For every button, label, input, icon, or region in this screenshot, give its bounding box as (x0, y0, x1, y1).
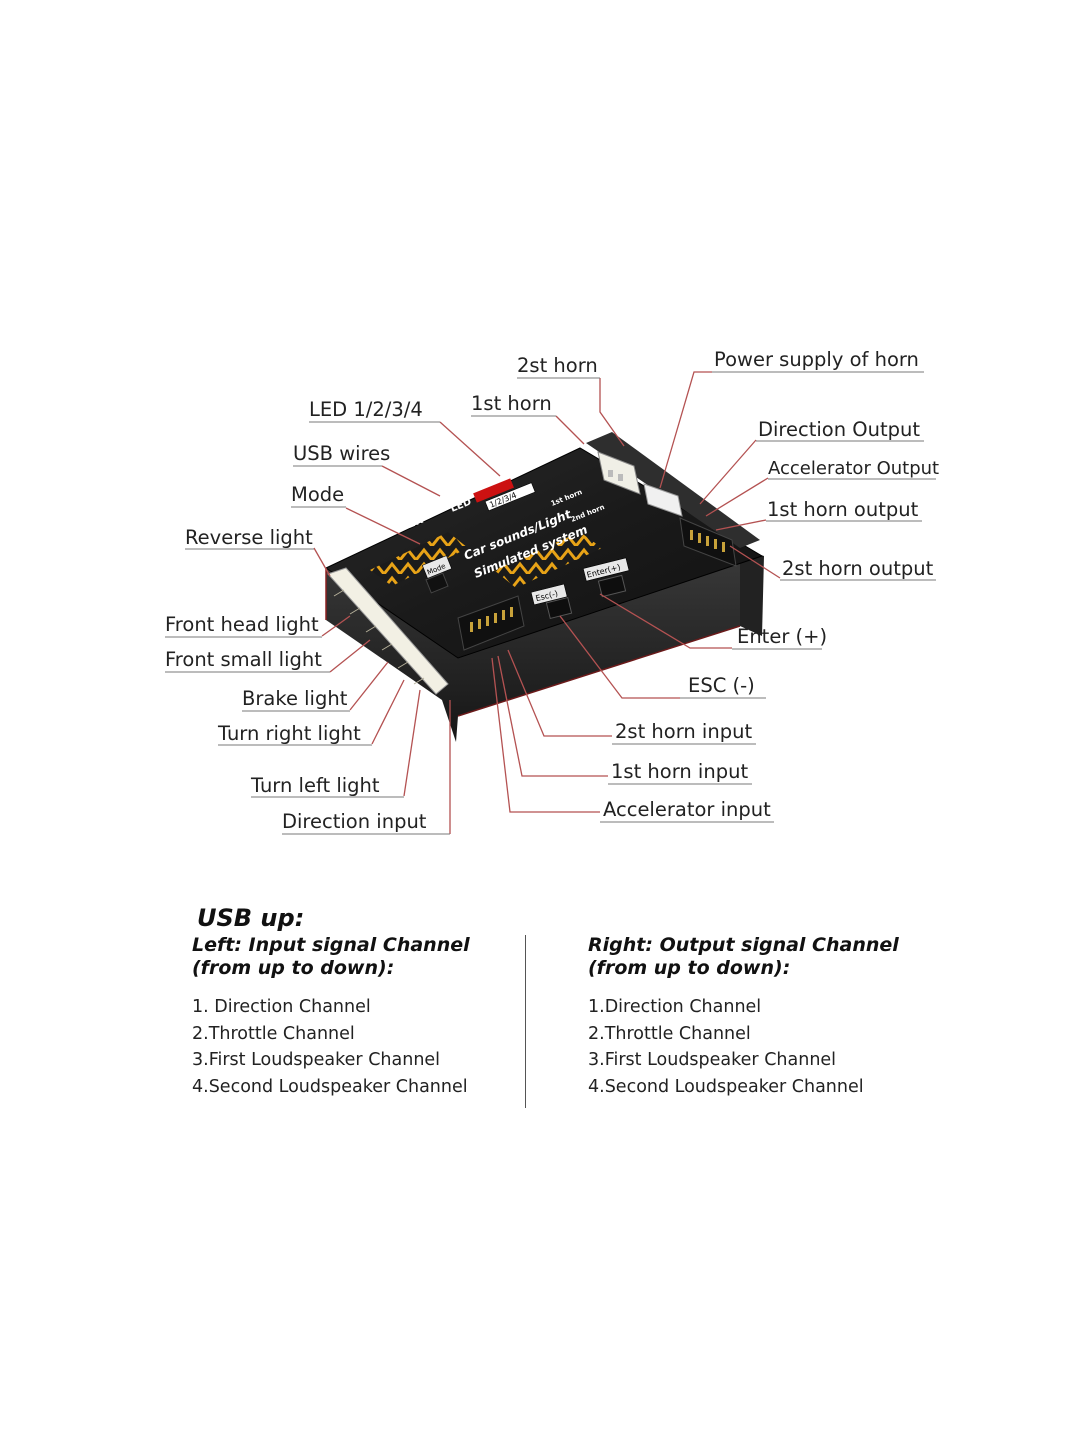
label-horn2-output: 2st horn output (782, 557, 934, 580)
chevron-stripe-center (494, 532, 602, 588)
horn-connector-2st (597, 451, 641, 495)
input-channel-column: Left: Input signal Channel (from up to d… (192, 934, 552, 1097)
label-power-supply-horn: Power supply of horn (714, 348, 919, 371)
notes-heading: USB up: (197, 904, 305, 932)
label-horn2-top: 2st horn (517, 354, 598, 377)
label-front-head-light: Front head light (165, 613, 319, 636)
device-top-ridge (586, 432, 760, 548)
column-divider (525, 935, 526, 1108)
label-mode: Mode (291, 483, 344, 506)
horn-power-connector (643, 483, 683, 517)
label-led: LED 1/2/3/4 (309, 398, 423, 421)
input-channel-list: 1. Direction Channel 2.Throttle Channel … (192, 994, 468, 1100)
callout-labels: 2st horn Power supply of horn LED 1/2/3/… (165, 348, 939, 835)
label-horn1-output: 1st horn output (767, 498, 919, 521)
label-accelerator-input: Accelerator input (603, 798, 771, 821)
input-channel-title-line2: (from up to down): (192, 957, 395, 979)
input-header (457, 595, 525, 651)
label-usb-wires: USB wires (293, 442, 390, 465)
label-front-small-light: Front small light (165, 648, 322, 671)
label-reverse-light: Reverse light (185, 526, 313, 549)
device-right-face (738, 548, 764, 636)
label-esc: ESC (-) (688, 674, 755, 697)
output-channel-list: 1.Direction Channel 2.Throttle Channel 3… (588, 994, 864, 1100)
output-channel-title-line2: (from up to down): (588, 957, 791, 979)
list-item: 2.Throttle Channel (588, 1023, 751, 1044)
label-brake-light: Brake light (242, 687, 348, 710)
controller-device: G.T.POWER Car sounds/Light Simulated sys… (324, 432, 764, 742)
leader-lines (313, 371, 781, 834)
red-trim-front (457, 625, 741, 717)
input-channel-title-line1: Left: Input signal Channel (192, 934, 470, 956)
list-item: 3.First Loudspeaker Channel (588, 1050, 837, 1070)
list-item: 3.First Loudspeaker Channel (192, 1050, 441, 1070)
output-channel-title-line1: Right: Output signal Channel (588, 934, 899, 956)
output-header (679, 517, 737, 567)
label-enter: Enter (+) (737, 625, 827, 648)
list-item: 4.Second Loudspeaker Channel (192, 1076, 468, 1097)
label-horn1-input: 1st horn input (611, 760, 748, 783)
led-indicator-bar (473, 478, 514, 503)
chevron-stripe-left (370, 532, 468, 586)
list-item: 1.Direction Channel (588, 997, 762, 1017)
led-label-box (484, 482, 536, 512)
list-item: 1. Direction Channel (192, 997, 371, 1017)
label-accelerator-output: Accelerator Output (768, 458, 939, 479)
list-item: 4.Second Loudspeaker Channel (588, 1076, 864, 1097)
label-direction-input: Direction input (282, 810, 427, 833)
label-horn1-top: 1st horn (471, 392, 552, 415)
wiring-diagram: G.T.POWER Car sounds/Light Simulated sys… (165, 348, 939, 835)
label-turn-right-light: Turn right light (217, 722, 361, 745)
esc-button[interactable]: Esc(-) (530, 583, 573, 620)
label-horn2-input: 2st horn input (615, 720, 752, 743)
label-turn-left-light: Turn left light (250, 774, 380, 797)
light-connectors (327, 567, 449, 695)
label-direction-output: Direction Output (758, 418, 920, 441)
list-item: 2.Throttle Channel (192, 1023, 355, 1044)
output-channel-column: Right: Output signal Channel (from up to… (588, 934, 948, 1097)
